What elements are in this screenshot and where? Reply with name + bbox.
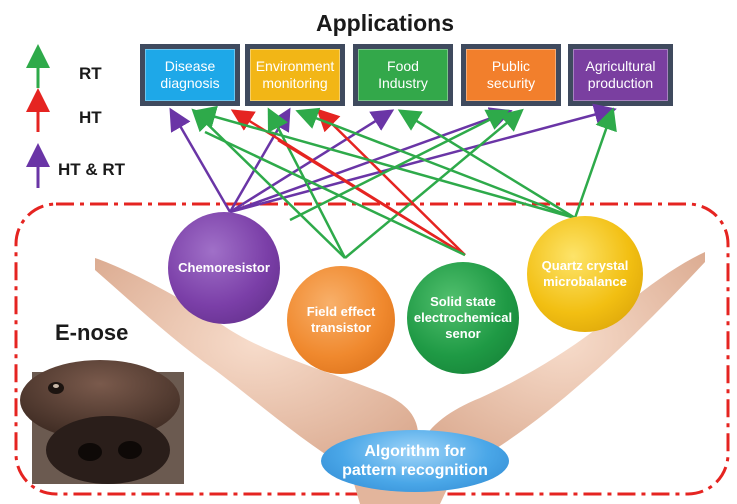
sensor-label-line1: Quartz crystal: [541, 257, 629, 273]
app-label-line1: Agricultural: [585, 58, 656, 75]
algorithm-label-line2: pattern recognition: [342, 462, 488, 479]
sensor-label-line2: electrochemical: [413, 309, 513, 325]
app-label-line1: Environment: [255, 58, 335, 75]
algorithm-label-line1: Algorithm for: [364, 442, 466, 460]
app-label-line2: security: [486, 75, 536, 91]
legend-ht-label: HT: [79, 108, 102, 127]
sensor-chemoresistor: Chemoresistor: [168, 212, 280, 324]
enose-label: E-nose: [55, 320, 129, 345]
sensor-quartz-crystal-microbalance: Quartz crystal microbalance: [527, 216, 643, 332]
left-hand-icon: [95, 258, 419, 470]
app-label-line2: monitoring: [262, 75, 328, 91]
legend-rt-label: RT: [79, 64, 102, 83]
right-hand-icon: [420, 252, 705, 472]
dog-nose-photo: [20, 360, 184, 484]
app-label-line2: production: [587, 75, 654, 91]
sensor-field-effect-transistor: Field effect transistor: [287, 266, 395, 374]
legend-htrt-label: HT & RT: [58, 160, 126, 179]
sensor-label: Chemoresistor: [178, 259, 270, 275]
applications-title: Applications: [315, 10, 454, 36]
app-label-line1: Food: [387, 58, 419, 75]
sensor-label-line2: microbalance: [543, 274, 627, 289]
sensor-label-line3: senor: [445, 326, 481, 342]
app-label-line1: Disease: [164, 58, 216, 75]
sensor-label-line1: Field effect: [306, 303, 376, 319]
app-label-line2: Industry: [378, 75, 428, 91]
sensor-label-line2: transistor: [311, 320, 371, 335]
sensor-solid-state-electrochemical: Solid state electrochemical senor: [407, 262, 519, 374]
sensor-label-line1: Solid state: [430, 293, 496, 309]
algorithm-pattern-recognition: Algorithm for pattern recognition: [321, 430, 509, 492]
app-label-line1: Public: [491, 58, 531, 75]
app-label-line2: diagnosis: [160, 75, 220, 91]
